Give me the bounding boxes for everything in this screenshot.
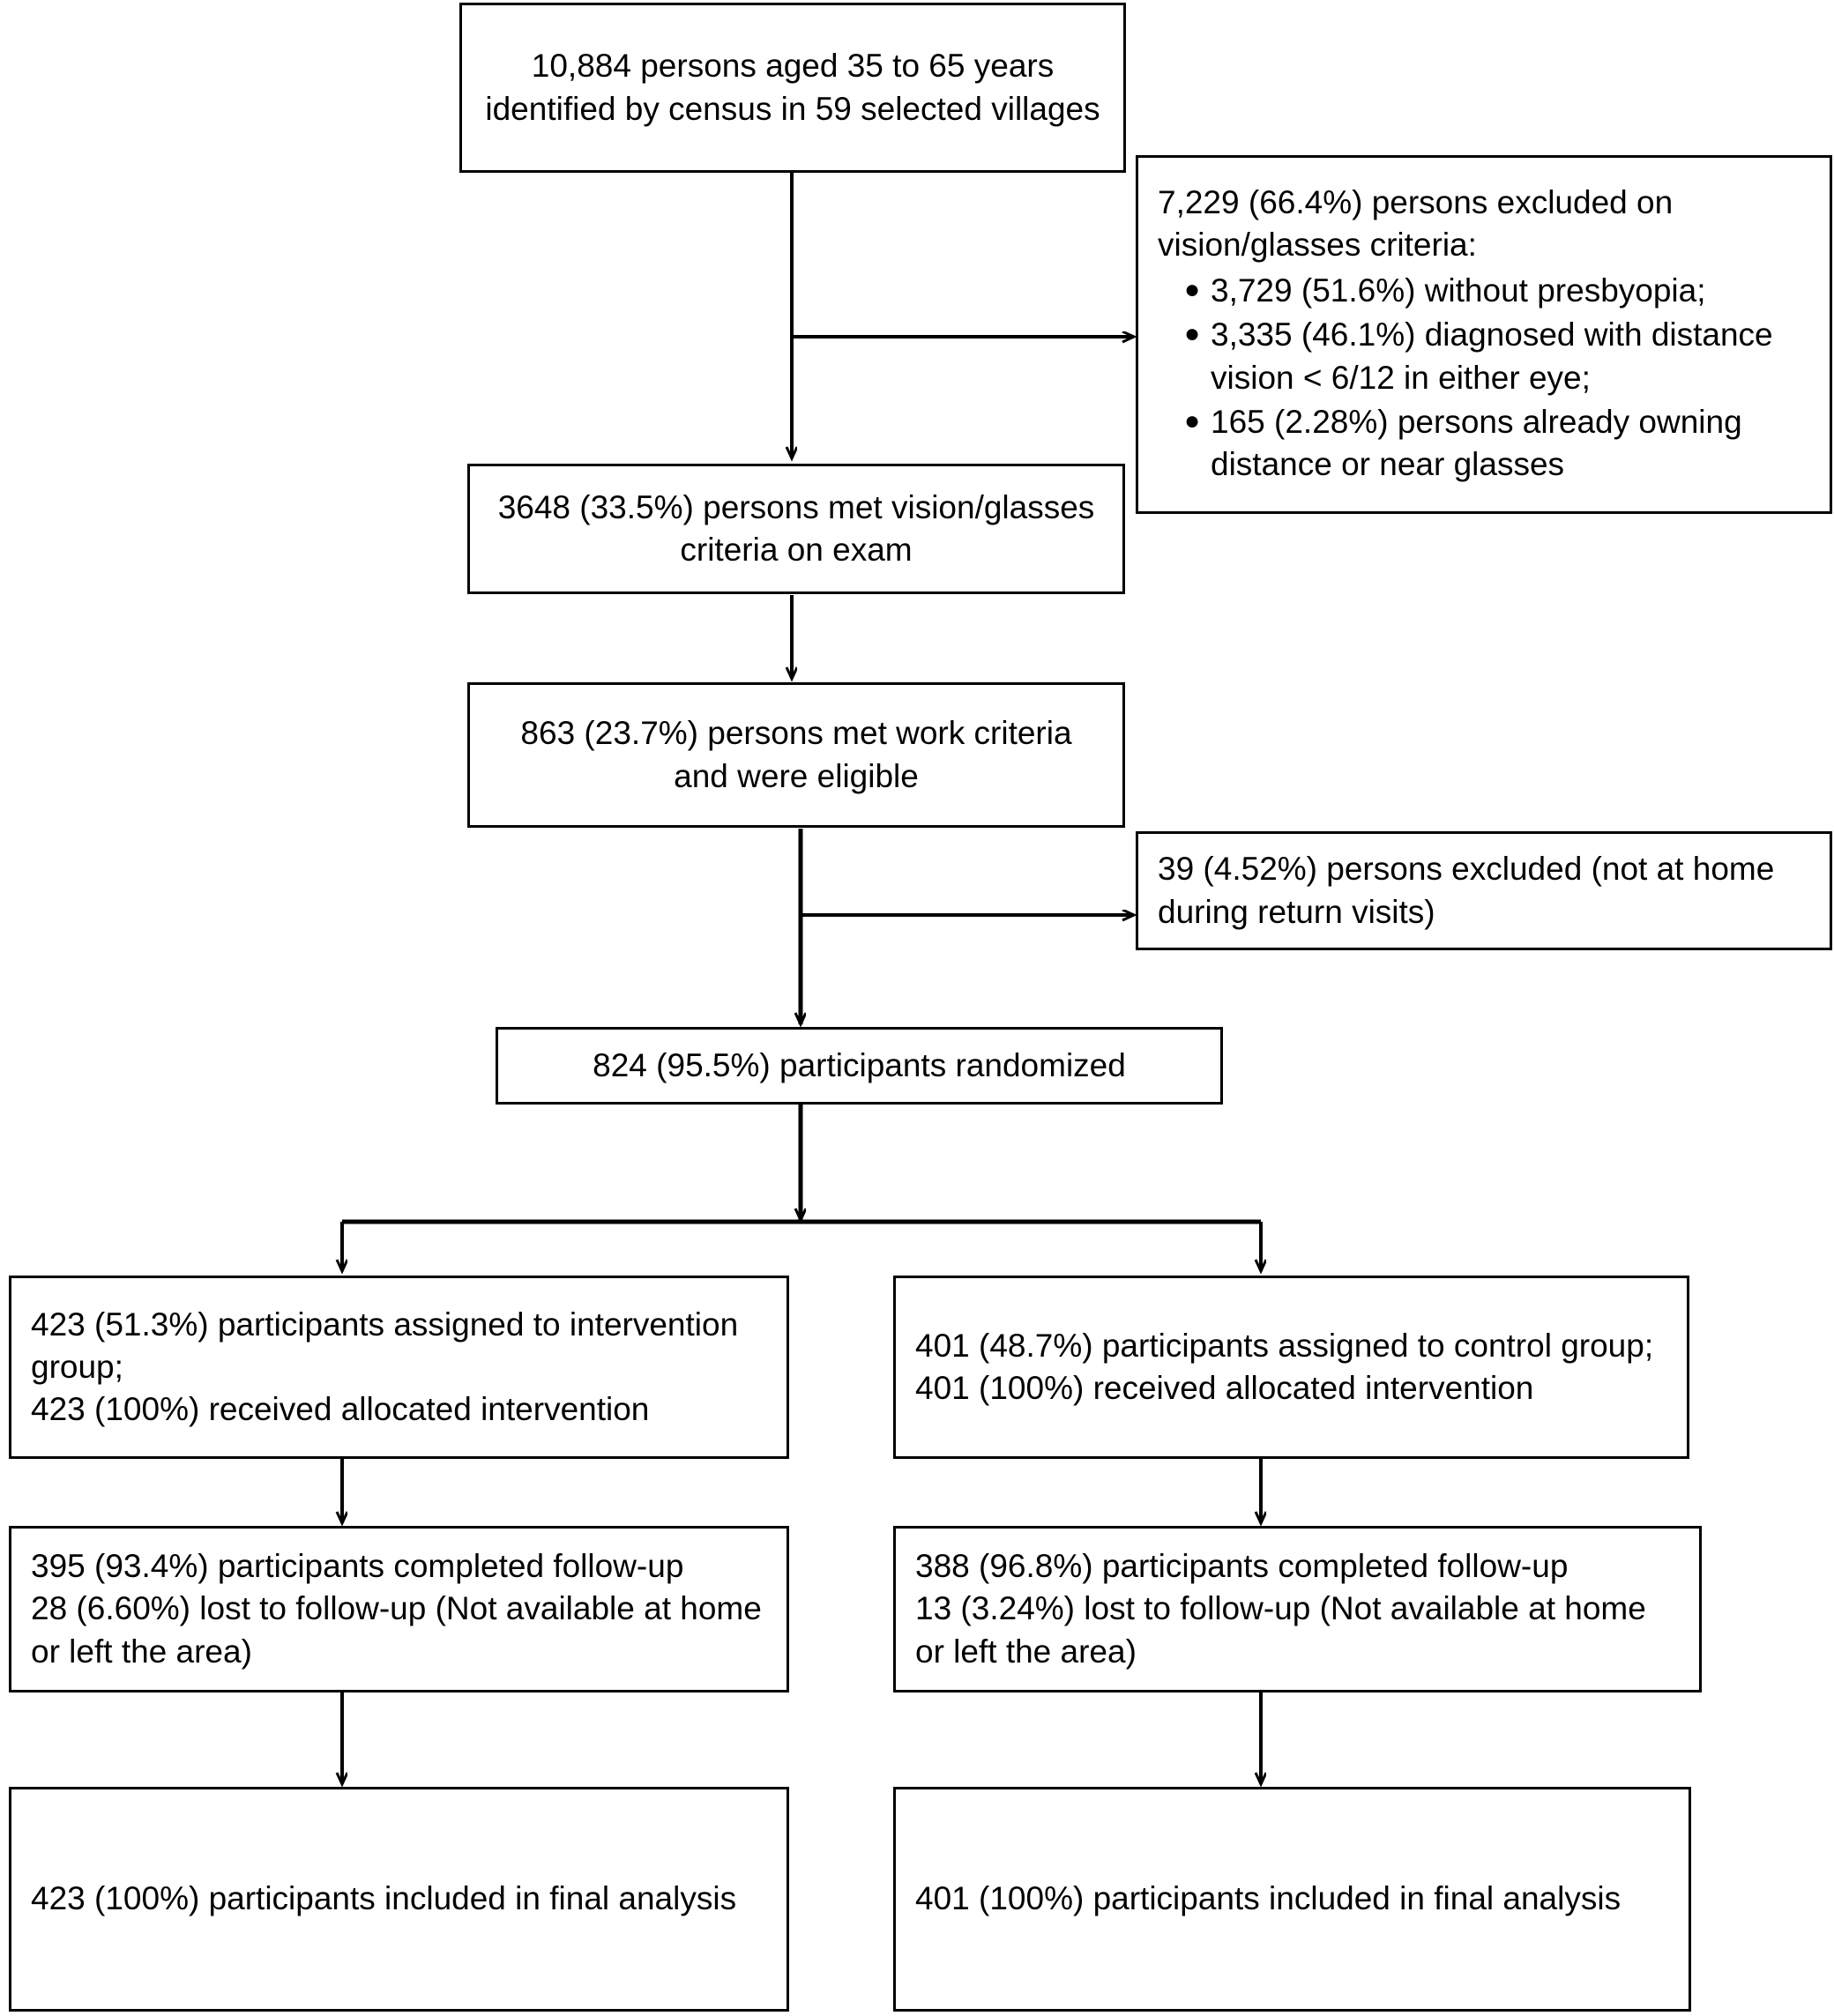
- node-enrollment-text: 10,884 persons aged 35 to 65 years ident…: [485, 48, 1100, 127]
- list-item-label: 3,335 (46.1%) diagnosed with distance vi…: [1211, 316, 1773, 396]
- node-followup-control-text: 388 (96.8%) participants completed follo…: [915, 1548, 1646, 1670]
- bullet-dot-icon: ●: [1184, 275, 1201, 305]
- list-item: ● 3,729 (51.6%) without presbyopia;: [1184, 270, 1810, 312]
- node-randomized: 824 (95.5%) participants randomized: [496, 1027, 1223, 1105]
- node-alloc-intervention-text: 423 (51.3%) participants assigned to int…: [31, 1306, 739, 1428]
- node-analysis-control-text: 401 (100%) participants included in fina…: [915, 1880, 1622, 1917]
- node-randomized-text: 824 (95.5%) participants randomized: [593, 1046, 1126, 1083]
- bullet-dot-icon: ●: [1184, 405, 1201, 435]
- list-item-label: 3,729 (51.6%) without presbyopia;: [1211, 272, 1706, 309]
- node-alloc-intervention: 423 (51.3%) participants assigned to int…: [9, 1276, 789, 1459]
- node-followup-intervention: 395 (93.4%) participants completed follo…: [9, 1526, 789, 1692]
- node-analysis-intervention-text: 423 (100%) participants included in fina…: [31, 1880, 737, 1917]
- node-exclusion-vision-bullets: ● 3,729 (51.6%) without presbyopia; ● 3,…: [1138, 270, 1830, 487]
- node-met-work-criteria-text: 863 (23.7%) persons met work criteria an…: [520, 715, 1072, 794]
- node-exclusion-vision-lead: 7,229 (66.4%) persons excluded on vision…: [1158, 184, 1674, 264]
- bullet-dot-icon: ●: [1184, 319, 1201, 349]
- node-followup-control: 388 (96.8%) participants completed follo…: [893, 1526, 1702, 1692]
- node-alloc-control-text: 401 (48.7%) participants assigned to con…: [915, 1327, 1654, 1406]
- node-met-work-criteria: 863 (23.7%) persons met work criteria an…: [467, 682, 1125, 828]
- node-met-vision-criteria-text: 3648 (33.5%) persons met vision/glasses …: [497, 488, 1095, 568]
- node-met-vision-criteria: 3648 (33.5%) persons met vision/glasses …: [467, 464, 1125, 594]
- node-exclusion-not-home: 39 (4.52%) persons excluded (not at home…: [1136, 831, 1832, 950]
- node-enrollment: 10,884 persons aged 35 to 65 years ident…: [459, 3, 1126, 173]
- node-exclusion-not-home-text: 39 (4.52%) persons excluded (not at home…: [1158, 851, 1775, 930]
- node-analysis-control: 401 (100%) participants included in fina…: [893, 1787, 1691, 2012]
- node-alloc-control: 401 (48.7%) participants assigned to con…: [893, 1276, 1689, 1459]
- node-followup-intervention-text: 395 (93.4%) participants completed follo…: [31, 1548, 762, 1670]
- node-exclusion-vision: 7,229 (66.4%) persons excluded on vision…: [1136, 155, 1832, 514]
- list-item: ● 3,335 (46.1%) diagnosed with distance …: [1184, 314, 1810, 398]
- list-item: ● 165 (2.28%) persons already owning dis…: [1184, 401, 1810, 486]
- list-item-label: 165 (2.28%) persons already owning dista…: [1211, 403, 1742, 482]
- node-analysis-intervention: 423 (100%) participants included in fina…: [9, 1787, 789, 2012]
